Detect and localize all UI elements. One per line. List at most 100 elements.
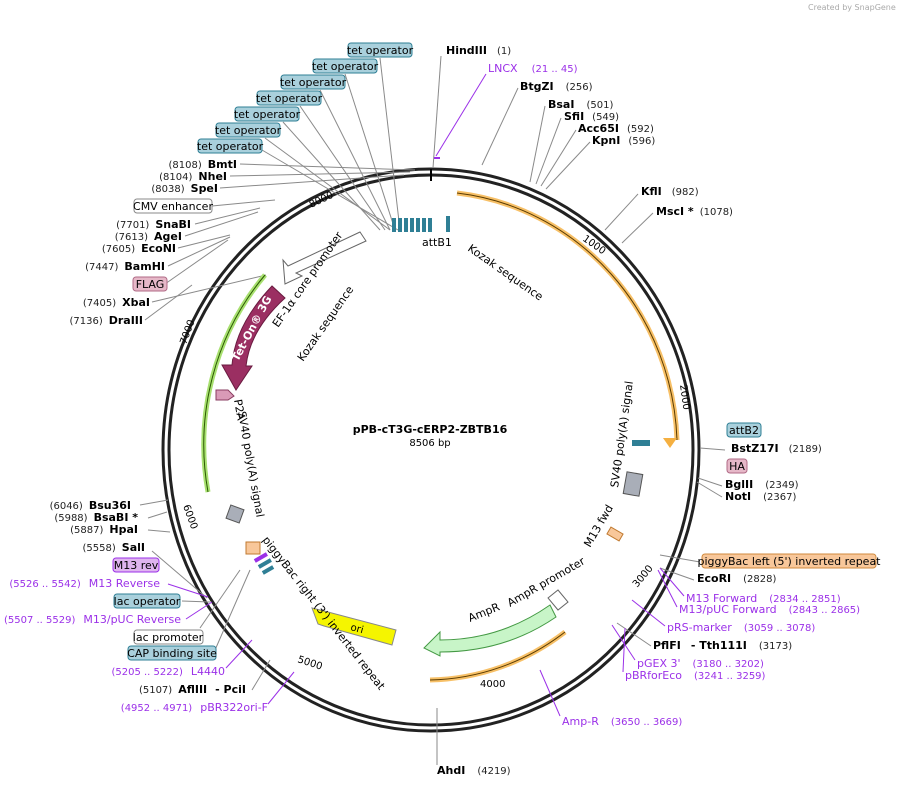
attb1-label: attB1 [422, 236, 452, 249]
plasmid-name: pPB-cT3G-cERP2-ZBTB16 [353, 423, 508, 436]
tet-operator-label[interactable]: tet operator [312, 60, 379, 73]
primer-labels-right[interactable]: LNCX(21 .. 45) M13 Forward(2834 .. 2851)… [488, 62, 860, 728]
tet-operator-label[interactable]: tet operator [197, 140, 264, 153]
flag-box[interactable] [132, 276, 168, 292]
primer-m13-puc-reverse: (5507 .. 5529)M13/pUC Reverse [4, 613, 181, 626]
teton3g-arrow[interactable] [221, 285, 286, 391]
sv40-label-left: SV40 poly(A) signal [235, 410, 266, 518]
orange-feature-arc-top[interactable] [456, 190, 680, 441]
enzyme-hindiii: HindIII(1) [446, 44, 511, 57]
primer-l4440: (5205 .. 5222)L4440 [111, 665, 225, 678]
orange-feature-arc-bottom-line [429, 631, 566, 681]
ampr-promoter-label: AmpR promoter [505, 554, 588, 609]
enzyme-kpni: KpnI(596) [592, 134, 655, 147]
enzyme-bsu36i: (6046)Bsu36I [50, 499, 131, 512]
cmv-enhancer-box[interactable] [133, 198, 213, 214]
lac-operator-box[interactable] [113, 593, 181, 609]
orange-arc-arrowhead [663, 438, 677, 448]
enzyme-btgzi: BtgZI(256) [520, 80, 593, 93]
primer-lncx: LNCX(21 .. 45) [488, 62, 578, 75]
enzyme-kfli: KflI(982) [641, 185, 699, 198]
ampr-arrow[interactable] [423, 604, 557, 657]
primer-m13-reverse: (5526 .. 5542)M13 Reverse [9, 577, 160, 590]
m13-rev-label[interactable]: M13 rev [114, 559, 159, 572]
enzyme-agei: (7613)AgeI [115, 230, 182, 243]
cap-binding-site-label[interactable]: CAP binding site [127, 647, 217, 660]
lac-promoter-label[interactable]: lac promoter [133, 631, 204, 644]
enzyme-acc65i: Acc65I(592) [578, 122, 654, 135]
green-feature-arc-line [203, 274, 266, 493]
enzyme-afliii-pcii: (5107)AflIII- PciI [139, 683, 246, 696]
ampr-promoter-arrow[interactable] [547, 589, 569, 611]
orange-feature-arc-top-line [456, 192, 678, 441]
enzyme-draiii: (7136)DraIII [69, 314, 143, 327]
tick-2000: 2000 [677, 384, 691, 411]
enzyme-bstz17i: BstZ17I(2189) [731, 442, 822, 455]
tet-operator-blocks[interactable] [392, 216, 450, 232]
ef1a-promoter-arrow[interactable] [282, 231, 367, 285]
ha-box[interactable] [726, 458, 748, 474]
piggybac-left-label[interactable]: piggyBac left (5') inverted repeat [698, 555, 882, 568]
primer-pbrforeco: pBRforEco(3241 .. 3259) [625, 669, 766, 682]
enzyme-labels-right[interactable]: HindIII(1) BtgZI(256) BsaI(501) SfiI(549… [437, 44, 822, 777]
enzyme-econi: (7605)EcoNI [102, 242, 176, 255]
tick-5000: 5000 [296, 654, 324, 672]
teton3g-label: Tet-On® 3G [229, 294, 274, 364]
enzyme-bglii: BglII(2349) [725, 478, 799, 491]
enzyme-xbai: (7405)XbaI [83, 296, 150, 309]
sv40-box-right[interactable] [622, 471, 644, 497]
attb2-block[interactable] [632, 440, 650, 446]
m13-rev-box[interactable] [112, 557, 160, 573]
lac-blocks[interactable] [253, 552, 275, 575]
enzyme-sali: (5558)SalI [83, 541, 145, 554]
tet-operator-label[interactable]: tet operator [234, 108, 301, 121]
enzyme-sfii: SfiI(549) [564, 110, 619, 123]
primer-prs-marker: pRS-marker(3059 .. 3078) [667, 621, 815, 634]
primer-m13-puc-forward: M13/pUC Forward(2843 .. 2865) [679, 603, 860, 616]
ha-label[interactable]: HA [729, 460, 745, 473]
m13fwd-box[interactable] [606, 526, 624, 542]
cap-binding-site-box[interactable] [127, 645, 217, 661]
p2a-label: P2A [231, 398, 248, 422]
enzyme-ecori: EcoRI(2828) [697, 572, 777, 585]
piggybac-right-box[interactable] [245, 541, 261, 555]
primer-amp-r: Amp-R(3650 .. 3669) [562, 715, 682, 728]
enzyme-msci: MscI *(1078) [656, 205, 733, 218]
tet-operator-label[interactable]: tet operator [280, 76, 347, 89]
enzyme-hpai: (5887)HpaI [70, 523, 138, 536]
enzyme-bsai: BsaI(501) [548, 98, 613, 111]
piggybac-left-box[interactable] [701, 553, 877, 569]
ori-arrow[interactable] [311, 607, 397, 646]
ori-label: ori [349, 622, 364, 636]
snapgene-credit: Created by SnapGene [808, 3, 896, 12]
enzyme-bsabi: (5988)BsaBI * [54, 511, 138, 524]
tick-3000: 3000 [631, 563, 656, 590]
enzyme-ahdi: AhdI(4219) [437, 764, 511, 777]
enzyme-labels-left[interactable]: (8108)BmtI (8104)NheI (8038)SpeI (7701)S… [50, 158, 246, 696]
enzyme-noti: NotI(2367) [725, 490, 796, 503]
p2a-feature[interactable] [215, 389, 235, 401]
sv40-box-left[interactable] [225, 504, 245, 524]
m13fwd-label: M13 fwd [581, 503, 616, 550]
tick-6000: 6000 [180, 503, 199, 531]
flag-label[interactable]: FLAG [136, 278, 165, 291]
tet-operator-label[interactable]: tet operator [256, 92, 323, 105]
primer-m13-forward: M13 Forward(2834 .. 2851) [686, 592, 841, 605]
tet-operator-label[interactable]: tet operator [215, 124, 282, 137]
enzyme-bmti: (8108)BmtI [169, 158, 237, 171]
attb2-box[interactable] [726, 422, 762, 438]
kozak-label-1: Kozak sequence [465, 242, 545, 304]
tet-operator-labels[interactable]: tet operator tet operator tet operator t… [197, 42, 414, 154]
tet-operator-label[interactable]: tet operator [347, 44, 414, 57]
ampr-label: AmpR [466, 600, 502, 624]
lac-promoter-box[interactable] [133, 629, 204, 645]
lac-operator-label[interactable]: lac operator [114, 595, 181, 608]
primer-labels-left[interactable]: (5526 .. 5542)M13 Reverse (5507 .. 5529)… [4, 577, 268, 714]
tick-4000: 4000 [480, 679, 505, 690]
attb2-label[interactable]: attB2 [729, 424, 759, 437]
leader-lines [139, 55, 726, 765]
cmv-enhancer-label[interactable]: CMV enhancer [133, 200, 213, 213]
enzyme-spei: (8038)SpeI [151, 182, 218, 195]
plasmid-length: 8506 bp [409, 438, 450, 449]
